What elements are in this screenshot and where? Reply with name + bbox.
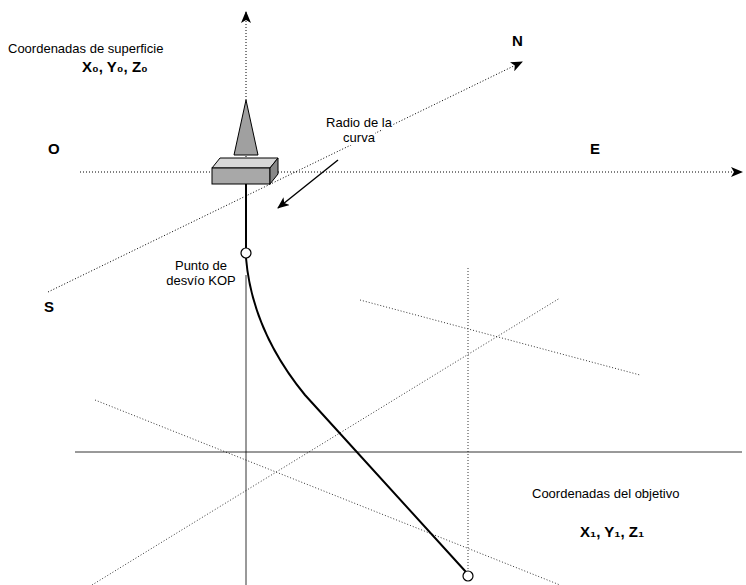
coordinate-label-text: X₁, Y₁, Z₁ bbox=[580, 523, 644, 540]
target-caption: Coordenadas del objetivo bbox=[532, 487, 742, 502]
compass-label-text: S bbox=[44, 298, 54, 315]
coordinate-label: X₁, Y₁, Z₁ bbox=[580, 523, 700, 540]
radius-label: Radio de la curva bbox=[326, 116, 392, 146]
compass-label-text: O bbox=[48, 140, 60, 157]
surface-caption-text: Coordenadas de superficie bbox=[8, 41, 163, 56]
compass-label: E bbox=[590, 140, 620, 157]
compass-label: N bbox=[512, 32, 542, 49]
radius-label-text: Radio de la curva bbox=[326, 115, 392, 145]
surface-caption: Coordenadas de superficie bbox=[8, 42, 208, 57]
compass-label: O bbox=[48, 140, 78, 157]
compass-label-text: E bbox=[590, 140, 600, 157]
coordinate-label-text: X₀, Y₀, Z₀ bbox=[82, 58, 148, 75]
compass-label-text: N bbox=[512, 32, 523, 49]
kop-label: Punto de desvío KOP bbox=[164, 259, 238, 289]
coordinate-label: X₀, Y₀, Z₀ bbox=[82, 58, 202, 75]
compass-label: S bbox=[44, 298, 74, 315]
kop-label-text: Punto de desvío KOP bbox=[166, 258, 235, 288]
target-caption-text: Coordenadas del objetivo bbox=[532, 486, 679, 501]
